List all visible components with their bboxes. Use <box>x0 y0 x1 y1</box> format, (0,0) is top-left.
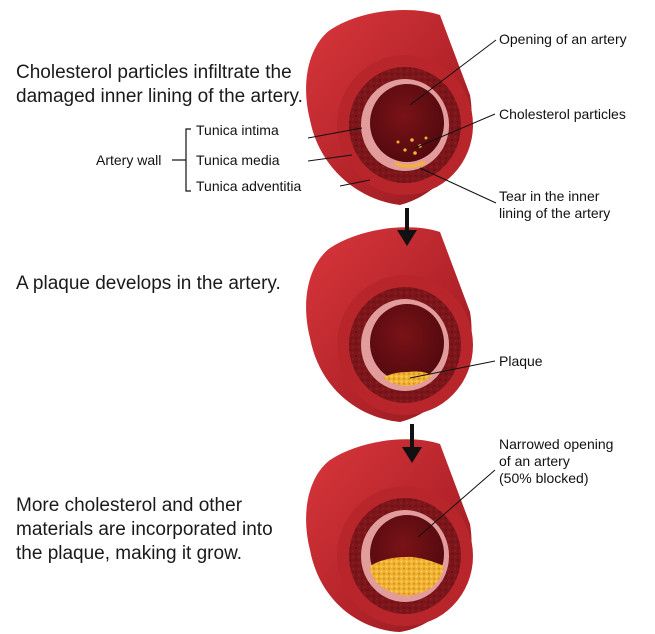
stage-2-caption: A plaque develops in the artery. <box>16 272 281 296</box>
label-plaque: Plaque <box>499 353 543 370</box>
artery-2 <box>306 227 473 422</box>
stage-3-caption-line: materials are incorporated into <box>16 518 273 542</box>
stage-2-caption-line: A plaque develops in the artery. <box>16 272 281 296</box>
label-artery-wall: Artery wall <box>96 152 161 169</box>
label-tunica-intima: Tunica intima <box>196 122 279 139</box>
stage-3-caption-line: the plaque, making it grow. <box>16 542 273 566</box>
stage-1-caption: Cholesterol particles infiltrate the dam… <box>16 61 303 109</box>
label-tunica-media: Tunica media <box>196 152 280 169</box>
label-tear-line: lining of the artery <box>499 205 610 222</box>
artery-wall-bracket <box>172 129 191 191</box>
stage-3-caption: More cholesterol and other materials are… <box>16 494 273 566</box>
stage-1-caption-line: Cholesterol particles infiltrate the <box>16 61 303 85</box>
artery-3 <box>306 439 473 632</box>
stage-3-caption-line: More cholesterol and other <box>16 494 273 518</box>
label-tunica-adventitia: Tunica adventitia <box>196 178 301 195</box>
label-narrowed-line: of an artery <box>499 453 613 470</box>
label-tear-inner-lining: Tear in the inner lining of the artery <box>499 188 610 222</box>
label-tear-line: Tear in the inner <box>499 188 610 205</box>
stage-1-caption-line: damaged inner lining of the artery. <box>16 85 303 109</box>
label-opening-of-artery: Opening of an artery <box>499 31 627 48</box>
label-narrowed-line: Narrowed opening <box>499 436 613 453</box>
artery-1 <box>306 10 473 205</box>
artery-1-lumen <box>370 84 444 162</box>
label-narrowed-line: (50% blocked) <box>499 470 613 487</box>
label-cholesterol-particles: Cholesterol particles <box>499 106 626 123</box>
label-narrowed-opening: Narrowed opening of an artery (50% block… <box>499 436 613 487</box>
